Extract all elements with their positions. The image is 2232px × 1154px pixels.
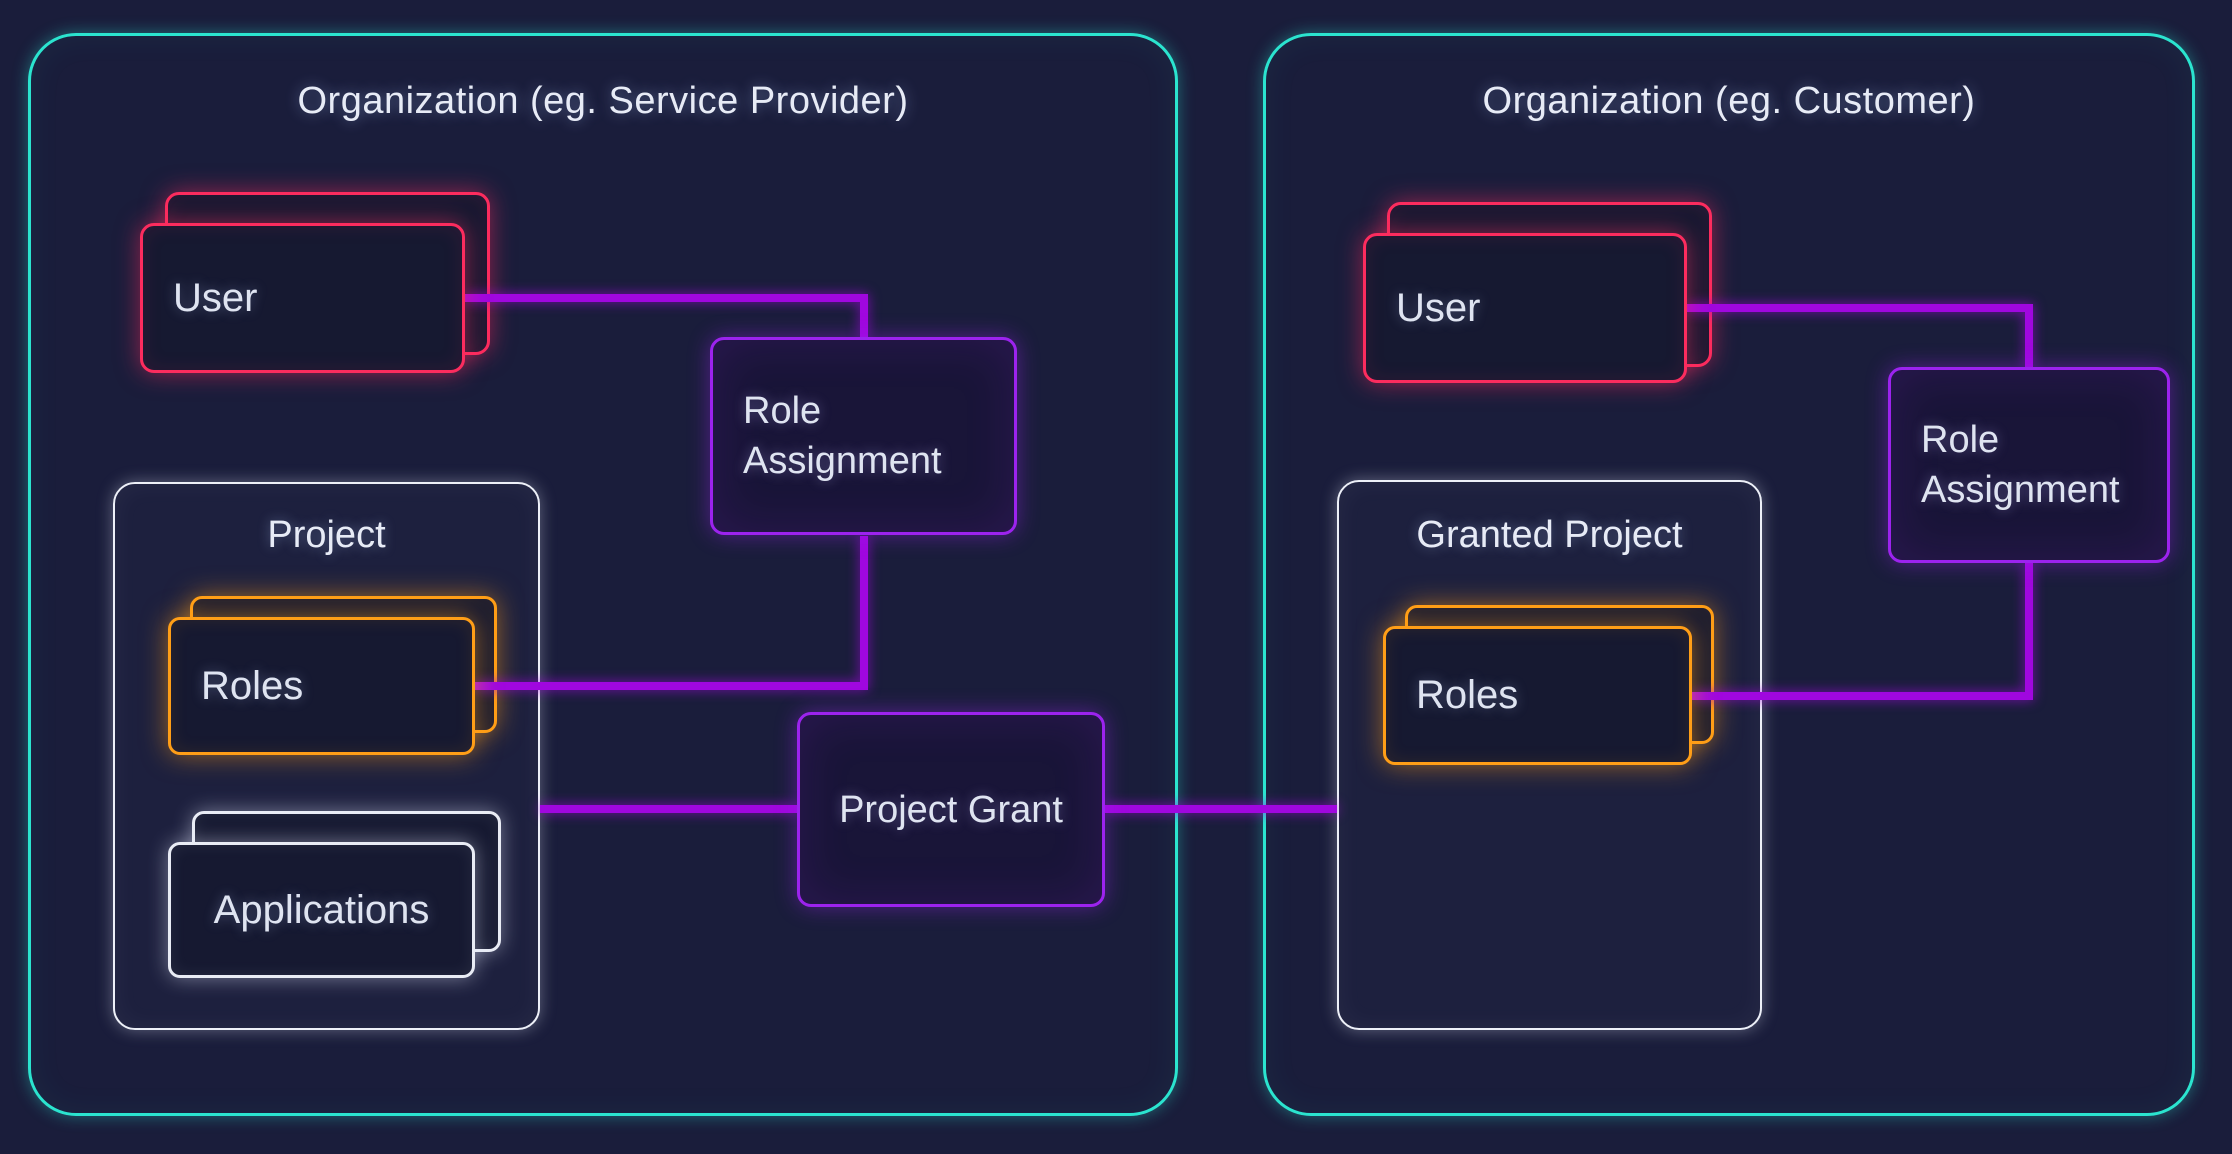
roles-label-left: Roles: [201, 663, 304, 708]
project-title: Project: [267, 514, 386, 556]
roles-node-left: Roles: [168, 617, 475, 755]
applications-label: Applications: [213, 887, 430, 932]
project-grant-node: Project Grant: [797, 712, 1105, 907]
connector-role-assignment-to-roles-left: [475, 536, 868, 690]
user-node-right: User: [1363, 233, 1687, 383]
project-container: [113, 482, 540, 1030]
role-assignment-label-right: Role Assignment: [1921, 419, 2120, 511]
user-node-left: User: [140, 223, 465, 373]
role-assignment-node-right: Role Assignment: [1888, 367, 2170, 563]
granted-project-title: Granted Project: [1416, 514, 1683, 556]
org-customer-title: Organization (eg. Customer): [1482, 80, 1976, 122]
roles-label-right: Roles: [1416, 673, 1519, 717]
role-assignment-node-left: Role Assignment: [710, 337, 1017, 535]
granted-project-container: [1337, 480, 1762, 1030]
connector-user-to-role-assignment-left: [465, 294, 868, 337]
project-grant-label: Project Grant: [839, 788, 1063, 831]
user-label-left: User: [173, 275, 258, 320]
org-customer-container: [1263, 33, 2195, 1116]
user-label-right: User: [1396, 285, 1481, 330]
roles-node-right: Roles: [1383, 626, 1692, 765]
org-service-provider-title: Organization (eg. Service Provider): [297, 80, 909, 122]
role-assignment-label-left: Role Assignment: [743, 390, 942, 482]
applications-node: Applications: [168, 842, 475, 978]
connector-user-to-role-assignment-right: [1687, 304, 2033, 367]
org-service-provider-container: [28, 33, 1178, 1116]
connector-role-assignment-to-roles-right: [1692, 563, 2033, 700]
